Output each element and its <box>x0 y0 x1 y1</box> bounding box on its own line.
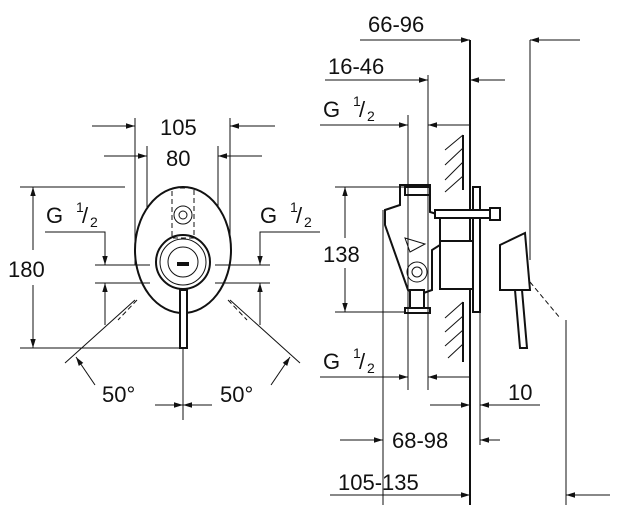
fraction-den: 2 <box>304 214 312 230</box>
angle-line-right <box>229 299 301 364</box>
fraction-num: 1 <box>353 345 361 361</box>
dim-arrow <box>45 231 108 265</box>
inlet-g: G <box>323 349 340 374</box>
inlet-label-top: G 1 / 2 <box>323 93 375 124</box>
fraction-den: 2 <box>367 360 375 376</box>
inlet-g: G <box>323 97 340 122</box>
lever-handle <box>513 289 529 349</box>
stop-valve <box>406 261 428 283</box>
lever-position-right <box>227 299 248 321</box>
handle-body <box>499 231 532 291</box>
diverter-knob-center <box>178 210 188 220</box>
fraction-slash: / <box>82 203 89 228</box>
inlet-label-bottom: G 1 / 2 <box>323 345 375 376</box>
inlet-label-left: G 1 / 2 <box>46 199 98 230</box>
angle-label-right: 50° <box>220 382 253 407</box>
lever-position-left <box>117 299 138 321</box>
lever-alt-position <box>529 281 561 319</box>
fraction-num: 1 <box>353 93 361 109</box>
inlet-bottom-pipe <box>409 289 425 309</box>
diverter-knob <box>173 205 193 225</box>
fraction-den: 2 <box>90 214 98 230</box>
dim-height-total: 180 <box>8 257 45 282</box>
handle-ring <box>159 238 207 286</box>
angle-line-left <box>64 299 136 364</box>
inlet-top-fitting <box>404 186 431 196</box>
side-view: 66-96 16-46 G 1 / 2 138 G 1 / 2 <box>320 12 610 505</box>
fraction-slash: / <box>296 203 303 228</box>
diverter-stem <box>434 209 496 219</box>
dim-body-height: 138 <box>323 242 360 267</box>
inlet-g: G <box>46 203 63 228</box>
lever-handle <box>179 289 188 349</box>
dim-install-range-2: 105-135 <box>338 470 419 495</box>
dim-width-outer: 105 <box>160 115 197 140</box>
dim-arrow <box>270 356 291 386</box>
dim-plate-offset: 10 <box>508 380 532 405</box>
stop-valve-center <box>411 266 423 278</box>
fraction-slash: / <box>359 97 366 122</box>
fraction-slash: / <box>359 349 366 374</box>
diverter-knob <box>489 207 501 221</box>
fraction-den: 2 <box>367 108 375 124</box>
inlet-label-right: G 1 / 2 <box>260 199 312 230</box>
dim-depth-range: 16-46 <box>328 54 384 79</box>
fraction-num: 1 <box>290 199 298 215</box>
fraction-num: 1 <box>76 199 84 215</box>
hidden-body <box>171 187 195 239</box>
wall-hatch <box>444 134 464 359</box>
handle-cap <box>167 246 199 278</box>
dim-width-inner: 80 <box>166 146 190 171</box>
dim-install-range-1: 68-98 <box>392 428 448 453</box>
front-view: 105 80 180 G 1 / 2 <box>8 115 320 420</box>
inlet-g: G <box>260 203 277 228</box>
dim-arrow <box>257 231 320 265</box>
dim-arrow <box>75 356 96 386</box>
handle-marker <box>177 262 189 266</box>
escutcheon-side <box>472 186 481 313</box>
dim-projection-range: 66-96 <box>368 12 424 37</box>
angle-label-left: 50° <box>102 382 135 407</box>
